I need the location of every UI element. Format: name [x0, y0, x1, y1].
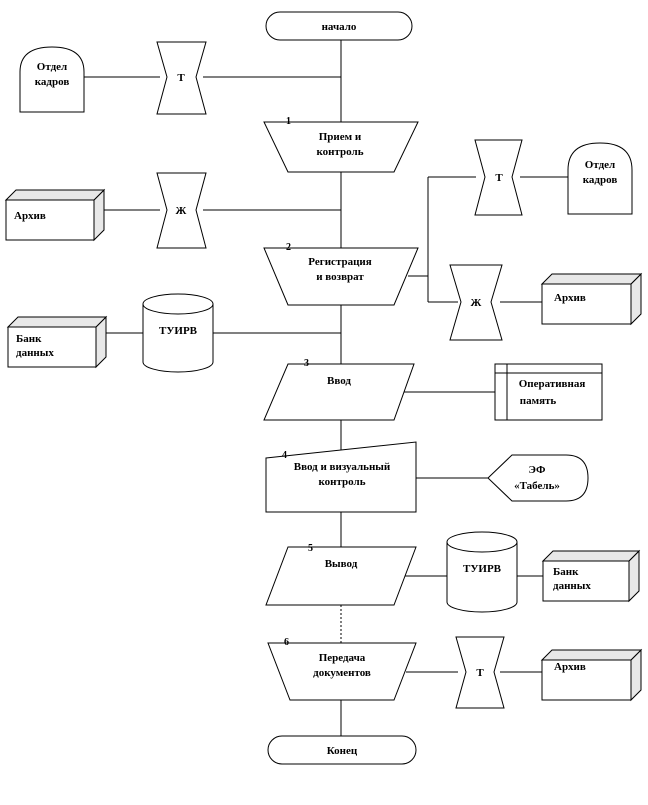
step-6-manual-operation: 6 Передача документов — [267, 637, 417, 701]
display-tabel: ЭФ «Табель» — [487, 454, 589, 502]
databank-right-line2: данных — [553, 580, 591, 592]
media-zh-2-label: Ж — [471, 297, 482, 309]
databank-left-line1: Банк — [16, 333, 42, 345]
end-terminal: Конец — [267, 735, 417, 765]
archive-left-label: Архив — [14, 210, 46, 222]
hr-right-line1: Отдел — [585, 159, 615, 171]
step-5-number: 5 — [308, 543, 313, 554]
step-4-label-line1: Ввод и визуальный — [294, 461, 391, 473]
tuirv-top-label: ТУИРВ — [159, 325, 198, 337]
media-t-1: Т — [156, 41, 207, 115]
media-zh-1-label: Ж — [176, 205, 187, 217]
archive-box-right-top: Архив — [540, 272, 643, 326]
connectors — [84, 40, 568, 736]
databank-left-line2: данных — [16, 347, 54, 359]
display-line2: «Табель» — [514, 480, 560, 492]
hr-left-line2: кадров — [35, 76, 70, 88]
opmem-line1: Оперативная — [519, 378, 586, 390]
step-1-number: 1 — [286, 116, 291, 127]
step-3-label: Ввод — [327, 375, 351, 387]
step-4-label-line2: контроль — [318, 476, 365, 488]
step-6-number: 6 — [284, 637, 289, 648]
media-t-3: Т — [455, 636, 505, 709]
step-6-label-line2: документов — [313, 667, 371, 679]
step-5-io: 5 Вывод — [265, 543, 417, 606]
hr-department-right: Отдел кадров — [567, 142, 633, 215]
databank-right-line1: Банк — [553, 566, 579, 578]
opmem-line2: память — [520, 395, 557, 407]
archive-box-left: Архив — [4, 188, 106, 242]
step-1-manual-operation: 1 Прием и контроль — [263, 116, 419, 173]
step-4-number: 4 — [282, 450, 287, 461]
step-2-label-line2: и возврат — [316, 271, 364, 283]
tuirv-disk-bottom: ТУИРВ — [446, 531, 518, 613]
hr-department-left: Отдел кадров — [19, 46, 85, 113]
step-3-number: 3 — [304, 358, 309, 369]
archive-box-right-bottom: Архив — [540, 648, 643, 702]
hr-right-line2: кадров — [583, 174, 618, 186]
step-3-io: 3 Ввод — [263, 358, 415, 421]
step-2-label-line1: Регистрация — [308, 256, 372, 268]
archive-right-top-label: Архив — [554, 292, 586, 304]
step-1-label-line1: Прием и — [319, 131, 362, 143]
databank-box-left: Банк данных — [6, 315, 108, 369]
databank-box-right: Банк данных — [541, 549, 641, 603]
tuirv-bottom-label: ТУИРВ — [463, 563, 502, 575]
step-2-manual-operation: 2 Регистрация и возврат — [263, 242, 419, 306]
media-t-2-label: Т — [495, 172, 503, 184]
step-5-label: Вывод — [325, 558, 358, 570]
media-t-2: Т — [474, 139, 523, 216]
media-zh-2: Ж — [449, 264, 503, 341]
step-2-number: 2 — [286, 242, 291, 253]
start-label: начало — [322, 21, 357, 33]
media-zh-1: Ж — [156, 172, 207, 249]
operational-memory: Оперативная память — [494, 363, 603, 421]
step-1-label-line2: контроль — [316, 146, 363, 158]
archive-right-bottom-label: Архив — [554, 661, 586, 673]
media-t-1-label: Т — [177, 72, 185, 84]
step-4-manual-input: 4 Ввод и визуальный контроль — [265, 441, 417, 513]
hr-left-line1: Отдел — [37, 61, 67, 73]
end-label: Конец — [327, 745, 358, 757]
step-6-label-line1: Передача — [319, 652, 366, 664]
media-t-3-label: Т — [476, 667, 484, 679]
display-line1: ЭФ — [529, 464, 547, 476]
start-terminal: начало — [265, 11, 413, 41]
tuirv-disk-top: ТУИРВ — [142, 293, 214, 373]
